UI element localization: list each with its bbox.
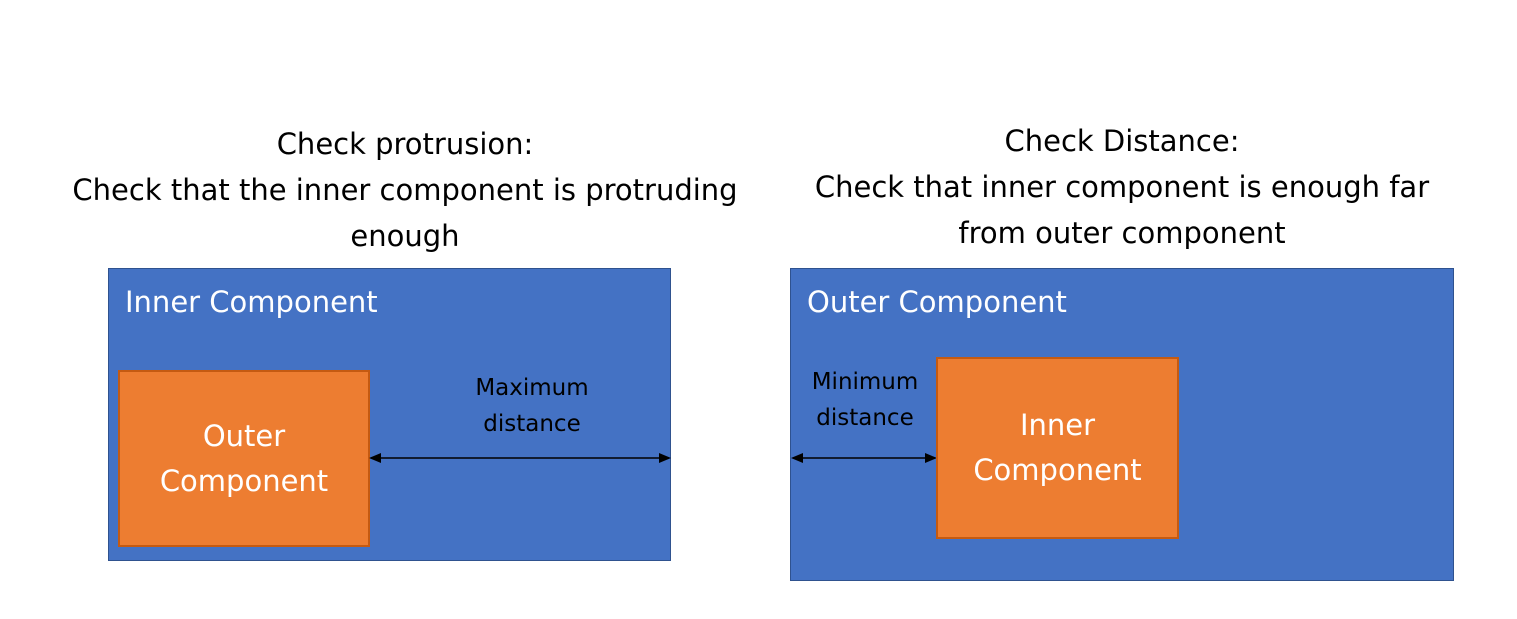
right-heading-title: Check Distance: [1004, 124, 1240, 158]
right-orange-box: Inner Component [936, 357, 1179, 539]
right-box-label-line-2: Component [973, 453, 1142, 487]
right-distance-label-line-1: Minimum [811, 369, 919, 395]
left-distance-arrow [369, 453, 671, 463]
left-heading: Check protrusion: Check that the inner c… [40, 121, 770, 259]
left-heading-line-2: Check that the inner component is protru… [72, 173, 738, 207]
left-heading-title: Check protrusion: [276, 127, 534, 161]
right-heading-line-3: from outer component [958, 216, 1286, 250]
left-orange-box: Outer Component [118, 370, 370, 547]
left-box-label-line-2: Component [159, 463, 329, 498]
left-box-label-line-1: Outer [202, 418, 286, 453]
right-distance-label-line-2: distance [816, 405, 914, 431]
right-container-label: Outer Component [807, 285, 1067, 319]
right-heading-line-2: Check that inner component is enough far [814, 170, 1430, 204]
left-distance-label: Maximum distance [452, 370, 612, 442]
right-distance-label: Minimum distance [797, 364, 933, 436]
left-distance-label-line-1: Maximum [475, 375, 589, 401]
right-container-panel: Outer Component Minimum distance Inner C… [790, 268, 1454, 581]
left-container-label: Inner Component [125, 285, 378, 319]
right-heading: Check Distance: Check that inner compone… [770, 118, 1474, 256]
left-container-panel: Inner Component Outer Component Maximum … [108, 268, 671, 561]
right-box-label-line-1: Inner [1019, 408, 1096, 442]
left-distance-label-line-2: distance [483, 411, 581, 437]
right-distance-arrow [791, 453, 937, 463]
left-heading-line-3: enough [350, 219, 460, 253]
